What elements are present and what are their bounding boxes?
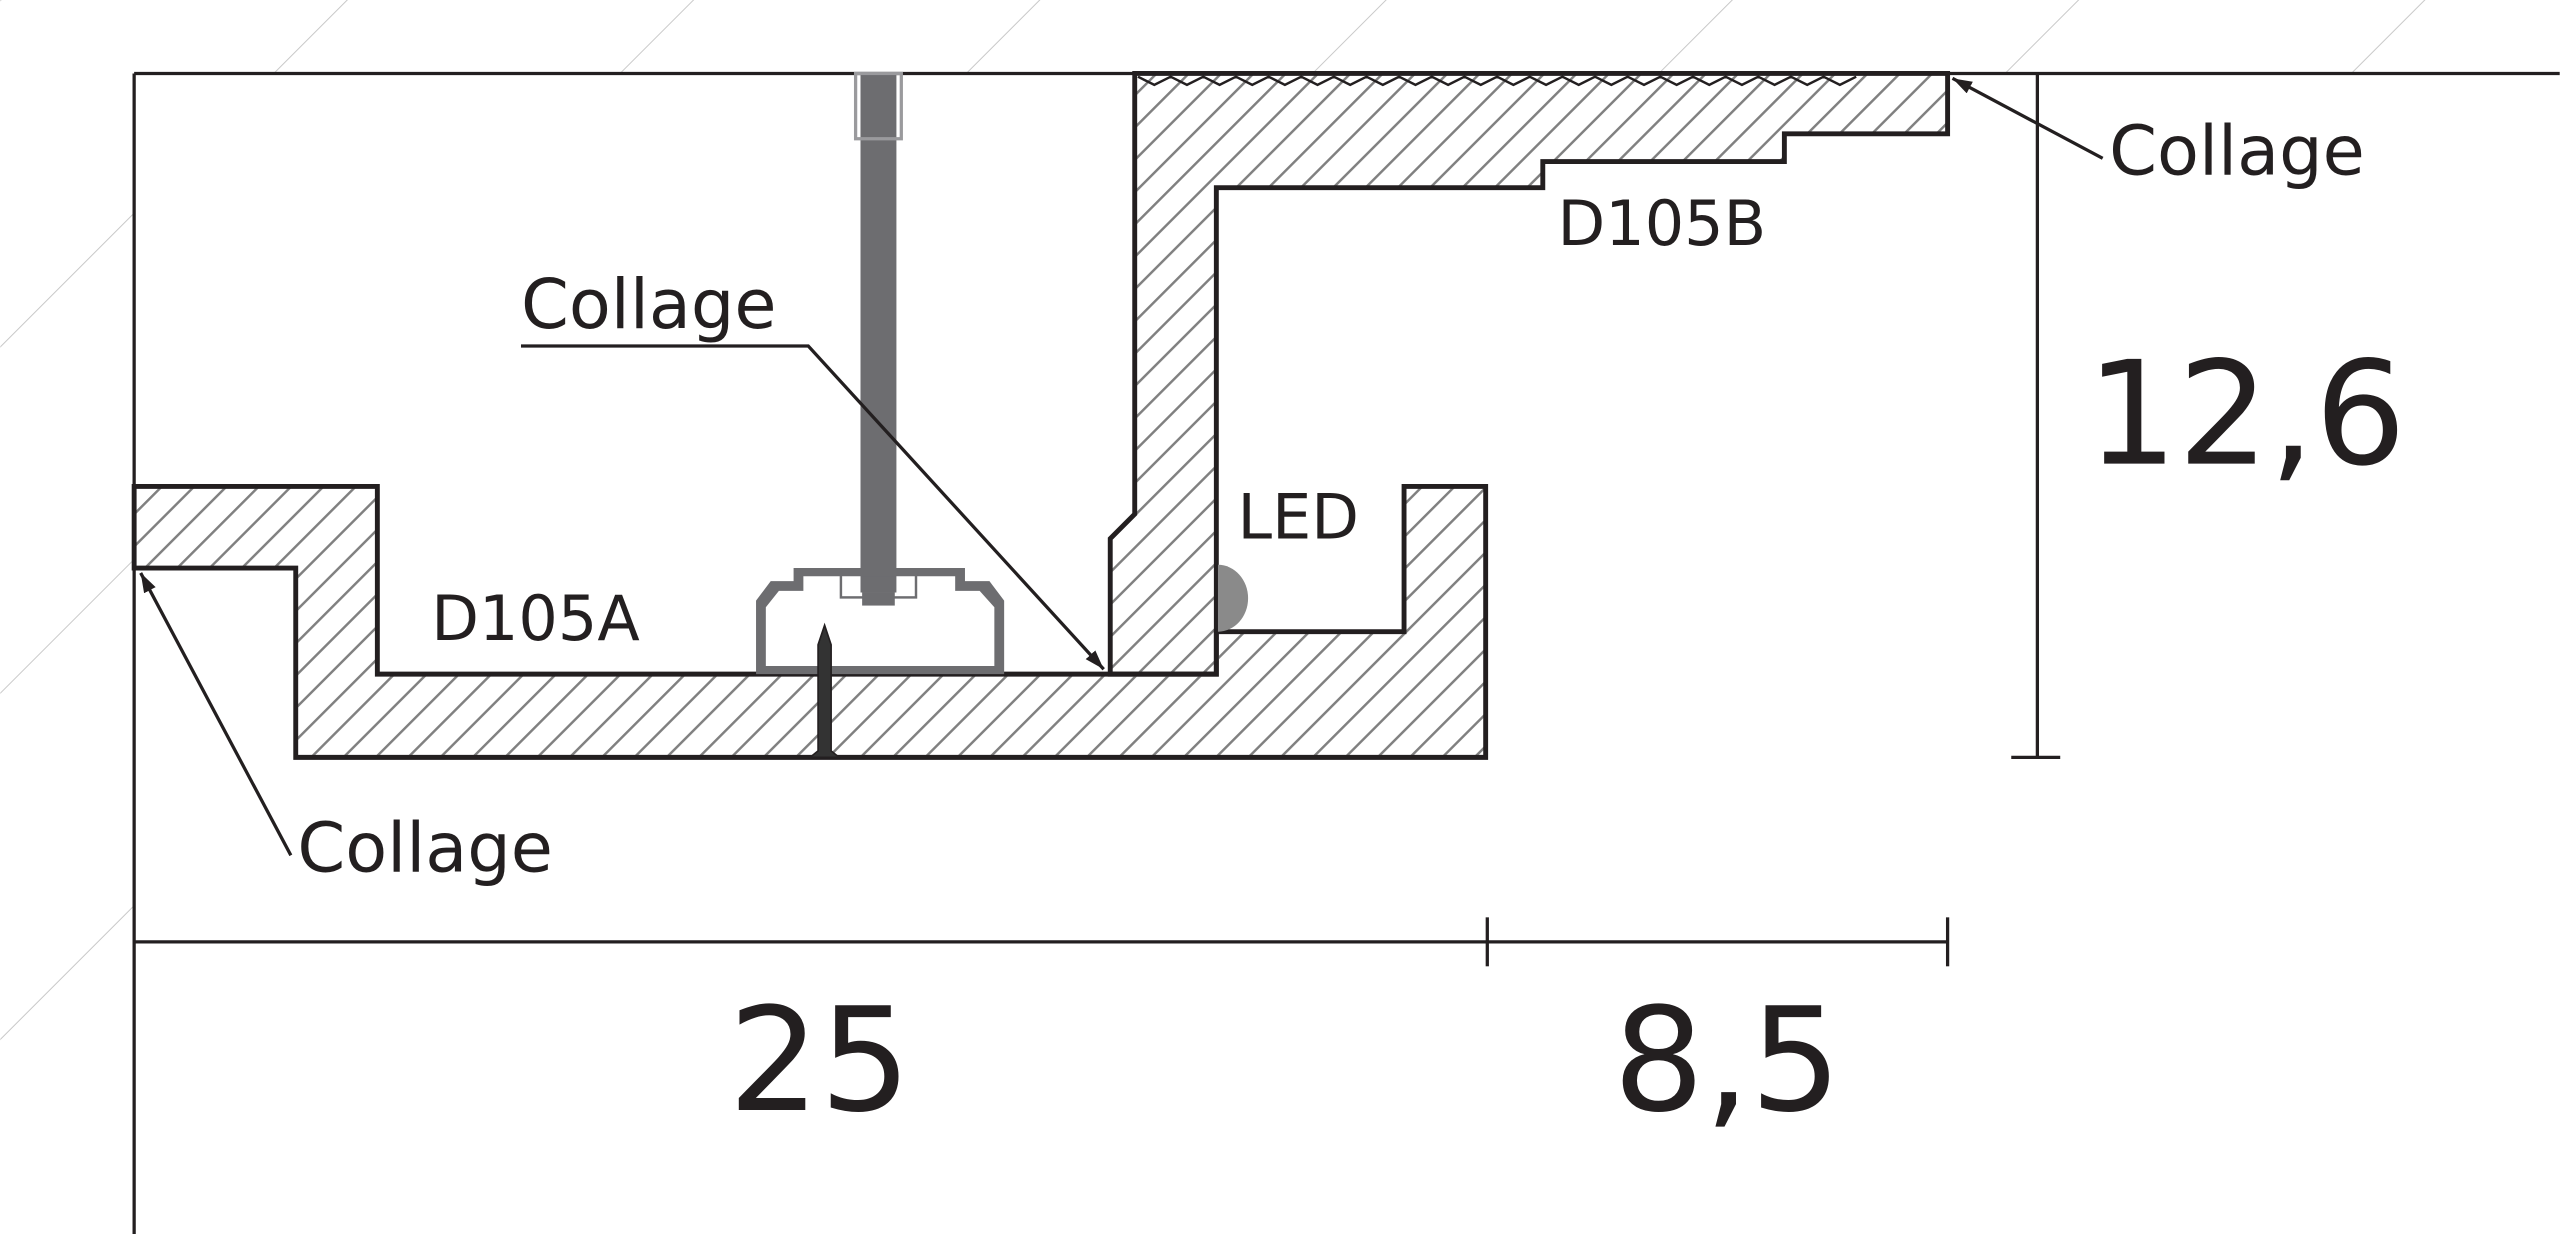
led-icon <box>1217 564 1249 632</box>
screw-icon <box>807 622 842 759</box>
dimension-height: 12,6 <box>2086 331 2406 498</box>
label-profile-d105a: D105A <box>431 582 640 655</box>
leader-lines <box>139 76 2104 857</box>
profile-d105b <box>1107 71 1951 677</box>
label-profile-d105b: D105B <box>1557 187 1766 260</box>
dimension-width-a: 25 <box>728 977 911 1144</box>
label-collage-center: Collage <box>521 265 777 345</box>
label-led: LED <box>1238 481 1360 554</box>
label-collage-bottom-left: Collage <box>297 809 553 889</box>
adhesive-layer <box>1137 75 1857 87</box>
dimension-width-b: 8,5 <box>1613 977 1841 1144</box>
dimension-lines <box>134 73 2061 967</box>
label-collage-top-right: Collage <box>2109 112 2365 192</box>
profile-d105a <box>131 483 1489 760</box>
track-fixture <box>756 71 1005 675</box>
suspension-rod <box>860 73 897 593</box>
